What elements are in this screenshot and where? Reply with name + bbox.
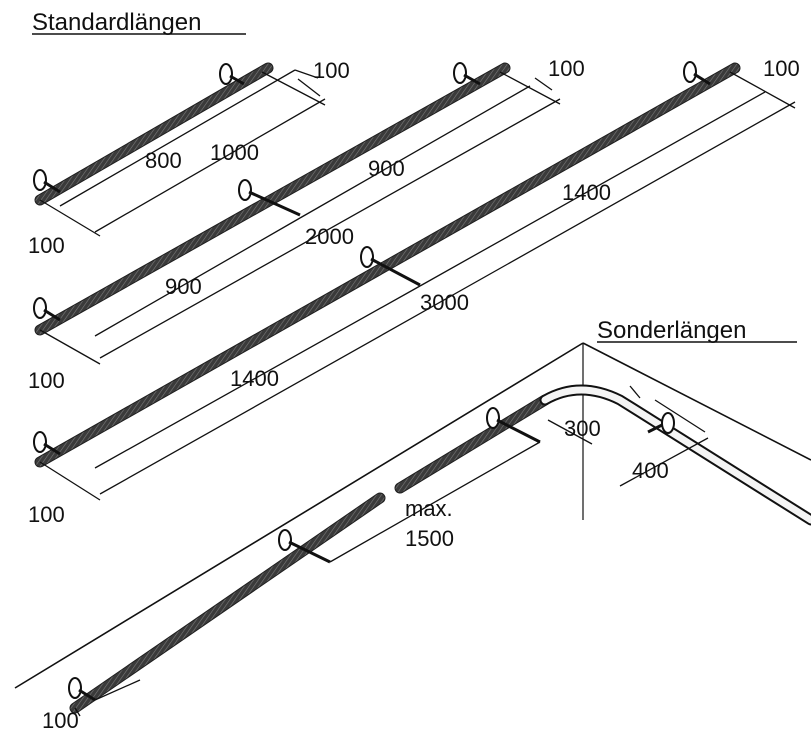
special-bracket-2 [278,529,331,564]
rail-1000-group: 100 800 1000 100 [28,58,350,258]
rail-2000-dimline-back [299,85,531,219]
rail-2000-dimline-total [99,98,561,359]
special-bracket-1 [68,677,96,702]
rail-2000-bracket-right [453,62,481,86]
rail-1000-dimline-total [94,98,326,233]
special-dimline-max [329,441,541,563]
rail-2000-dimline-front [94,217,301,337]
rail-1000-label-total: 1000 [210,140,259,165]
heading-standard-lengths: Standardlängen [32,9,201,36]
wall-edge-right [582,342,811,461]
rail-1000-dimline-span [59,69,296,207]
rail-1000-label-overhang-end: 100 [313,58,350,83]
rail-1000-label-span: 800 [145,148,182,173]
rail-3000-bracket-mid [360,246,421,287]
special-label-max-value: 1500 [405,526,454,551]
special-dimline-400 [619,437,709,487]
rail-3000-group: 100 1400 3000 1400 100 [28,56,800,527]
rail-2000-bracket-mid [238,179,301,217]
rail-3000-dimline-total [99,101,796,495]
rail-2000-label-total: 2000 [305,224,354,249]
special-bracket-3 [486,407,541,444]
rail-3000-dimline-front [94,285,421,469]
rail-3000-label-overhang-end: 100 [763,56,800,81]
special-label-corner-leg-1: 300 [564,416,601,441]
rail-2000-bracket-left [33,297,61,322]
heading-special-lengths: Sonderlängen [597,317,746,344]
rail-3000-label-span-back: 1400 [562,180,611,205]
rail-1000-bracket-left [33,169,61,194]
rail-3000-label-span-front: 1400 [230,366,279,391]
rail-3000-bracket-left [33,431,61,456]
rail-2000-group: 100 900 2000 900 100 [28,56,585,393]
rail-1000-label-overhang-start: 100 [28,233,65,258]
rail-2000-label-span-front: 900 [165,274,202,299]
rail-2000-label-overhang-end: 100 [548,56,585,81]
special-label-overhang-start: 100 [42,708,79,733]
special-bracket-4 [647,412,675,434]
wall-edge-left [14,342,584,689]
rail-1000-bracket-right [219,63,245,86]
special-label-max: max. [405,496,453,521]
rail-2000-label-span-back: 900 [368,156,405,181]
rail-3000-bracket-right [683,61,711,86]
rail-3000-dimline-back [419,91,766,287]
special-label-corner-leg-2: 400 [632,458,669,483]
rail-2000-label-overhang-start: 100 [28,368,65,393]
special-lengths-group: max. 1500 300 400 100 [14,342,811,733]
rail-3000-label-total: 3000 [420,290,469,315]
rail-3000-label-overhang-start: 100 [28,502,65,527]
